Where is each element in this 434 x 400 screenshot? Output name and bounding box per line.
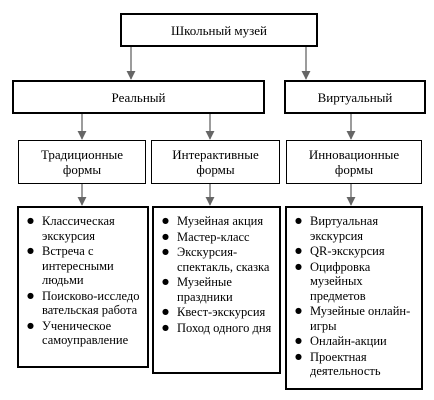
list-item: QR-экскурсия xyxy=(293,244,417,259)
list-item: Ученическое самоуправление xyxy=(25,319,143,348)
list-item: Экскурсия-спектакль, сказка xyxy=(160,245,275,274)
list-item: Классическая экскурсия xyxy=(25,214,143,243)
list-item: Музейные онлайн-игры xyxy=(293,304,417,333)
list-item: Музейная акция xyxy=(160,214,275,229)
traditional-forms-node: Традиционные формы xyxy=(18,140,146,184)
list-item: Квест-экскурсия xyxy=(160,305,275,320)
list-item: Музейные праздники xyxy=(160,275,275,304)
list-item: Встреча с интересными людьми xyxy=(25,244,143,288)
list-item: Поход одного дня xyxy=(160,321,275,336)
innovative-forms-node: Инновационные формы xyxy=(286,140,422,184)
list-item: Поисково-исследовательская работа xyxy=(25,289,143,318)
virtual-node: Виртуальный xyxy=(284,80,426,114)
innovative-forms-list: Виртуальная экскурсия QR-экскурсия Оцифр… xyxy=(285,206,423,390)
interactive-forms-list: Музейная акция Мастер-класс Экскурсия-сп… xyxy=(152,206,281,374)
list-item: Онлайн-акции xyxy=(293,334,417,349)
list-item: Проектная деятельность xyxy=(293,350,417,379)
traditional-forms-list: Классическая экскурсия Встреча с интерес… xyxy=(17,206,149,368)
interactive-forms-node: Интерактивные формы xyxy=(151,140,280,184)
list-item: Оцифровка музейных предметов xyxy=(293,260,417,304)
root-node: Школьный музей xyxy=(120,13,318,47)
real-node: Реальный xyxy=(12,80,265,114)
list-item: Мастер-класс xyxy=(160,230,275,245)
list-item: Виртуальная экскурсия xyxy=(293,214,417,243)
